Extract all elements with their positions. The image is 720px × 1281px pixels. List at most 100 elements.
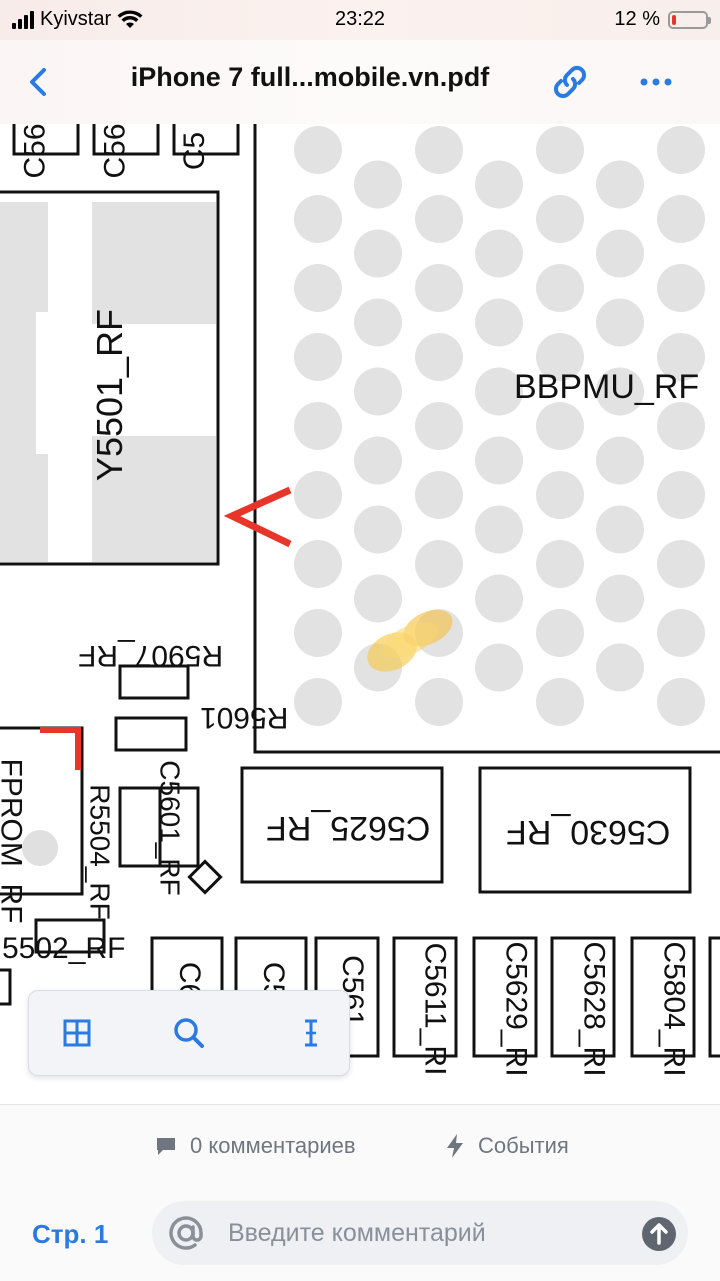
bga-pad bbox=[596, 574, 644, 623]
bga-pad bbox=[354, 160, 402, 209]
red-pointer-marker bbox=[223, 486, 292, 548]
label-c5611: C5611_RI bbox=[418, 942, 452, 1076]
more-dots-icon bbox=[640, 78, 672, 86]
bga-pad bbox=[294, 333, 342, 381]
bga-pad bbox=[536, 678, 584, 726]
r5504-outline bbox=[118, 786, 162, 868]
bga-pad bbox=[415, 333, 463, 381]
cap-bottom-5 bbox=[472, 936, 538, 1058]
status-left: Kyivstar bbox=[12, 8, 143, 31]
r5907-outline bbox=[118, 664, 190, 700]
bga-pad bbox=[415, 195, 463, 243]
bga-pad bbox=[354, 436, 402, 485]
search-button[interactable] bbox=[169, 1013, 209, 1053]
bga-pad bbox=[415, 678, 463, 726]
events-tab[interactable]: События bbox=[444, 1133, 569, 1159]
at-sign-icon bbox=[169, 1216, 203, 1250]
share-link-button[interactable] bbox=[550, 62, 590, 102]
label-c56a: C56 bbox=[18, 124, 52, 179]
comments-tab[interactable]: 0 комментариев bbox=[154, 1133, 356, 1159]
bga-pad bbox=[475, 298, 523, 347]
bga-pad bbox=[354, 229, 402, 278]
cap-bottom-4 bbox=[392, 936, 458, 1058]
cap-top-1 bbox=[12, 124, 80, 156]
signal-icon bbox=[12, 10, 34, 29]
send-button[interactable] bbox=[642, 1217, 676, 1251]
cap-bottom-6 bbox=[550, 936, 616, 1058]
link-icon bbox=[553, 65, 587, 99]
comment-composer bbox=[152, 1201, 688, 1265]
bga-pad bbox=[415, 402, 463, 450]
thumbnails-button[interactable] bbox=[57, 1013, 97, 1053]
label-y5501: Y5501_RF bbox=[89, 308, 130, 482]
bga-pad bbox=[657, 678, 705, 726]
bga-pad bbox=[475, 643, 523, 692]
bga-pad bbox=[596, 505, 644, 554]
cap-bottom-7 bbox=[630, 936, 696, 1058]
label-c5630: C5630_RF bbox=[506, 813, 671, 851]
more-button[interactable] bbox=[636, 62, 676, 102]
label-r5907: R5907_RF bbox=[78, 639, 224, 672]
text-select-button[interactable] bbox=[291, 1013, 331, 1053]
bga-pad bbox=[657, 402, 705, 450]
label-c5804: C5804_RI bbox=[657, 941, 691, 1077]
schematic-drawing bbox=[0, 124, 720, 1058]
bga-pad bbox=[475, 367, 523, 416]
label-fprom: FPROM_RF bbox=[0, 758, 28, 924]
label-c56b: C56 bbox=[98, 124, 132, 179]
bga-pad bbox=[536, 471, 584, 519]
floating-toolbar bbox=[28, 990, 350, 1076]
arrow-up-icon bbox=[650, 1223, 668, 1245]
bga-pad bbox=[294, 540, 342, 588]
bga-pad bbox=[536, 540, 584, 588]
y5501-pad-tr bbox=[92, 202, 216, 324]
bga-pad bbox=[294, 471, 342, 519]
label-bbpmu: BBPMU_RF bbox=[514, 368, 700, 406]
cap-top-2 bbox=[92, 124, 160, 156]
bga-pad bbox=[354, 367, 402, 416]
bga-pad bbox=[536, 609, 584, 657]
bga-pad bbox=[294, 126, 342, 174]
bga-pad bbox=[657, 609, 705, 657]
bga-pad bbox=[294, 609, 342, 657]
c5601-outline bbox=[158, 786, 200, 868]
comment-input[interactable] bbox=[228, 1215, 628, 1251]
status-right: 12 % bbox=[614, 8, 711, 31]
y5501-pad-br bbox=[92, 436, 216, 562]
y5501-pad-mid bbox=[0, 274, 36, 484]
bga-pad bbox=[415, 540, 463, 588]
comments-count-label: 0 комментариев bbox=[190, 1133, 356, 1158]
label-c5625: C5625_RF bbox=[266, 809, 431, 847]
wifi-icon bbox=[117, 9, 143, 28]
text-cursor-icon bbox=[305, 1019, 317, 1047]
chevron-left-icon bbox=[30, 68, 46, 96]
grid-icon bbox=[63, 1019, 91, 1047]
label-c5628: C5628_RI bbox=[577, 941, 611, 1077]
bga-pad bbox=[294, 264, 342, 312]
bga-pad bbox=[415, 471, 463, 519]
r5502-outline bbox=[34, 918, 106, 954]
c5625-outline bbox=[240, 766, 444, 884]
label-c56c: C5 bbox=[178, 131, 212, 171]
c5630-outline bbox=[478, 766, 692, 894]
bga-pad bbox=[536, 264, 584, 312]
bga-pad bbox=[294, 678, 342, 726]
back-button[interactable] bbox=[24, 62, 56, 102]
bga-pad bbox=[657, 195, 705, 243]
bga-pad bbox=[536, 333, 584, 381]
bga-pad bbox=[294, 195, 342, 243]
bga-pad bbox=[536, 126, 584, 174]
pdf-page-view[interactable]: Y5501_RF BBPMU_RF R5907_RF R5601 FPROM_R… bbox=[0, 124, 720, 1104]
document-title: iPhone 7 full...mobile.vn.pdf bbox=[130, 62, 490, 92]
lightning-icon bbox=[447, 1134, 463, 1158]
fprom-red-corner bbox=[40, 727, 81, 770]
bga-pad bbox=[596, 643, 644, 692]
label-r5502: 5502_RF bbox=[2, 932, 126, 965]
nav-bar: iPhone 7 full...mobile.vn.pdf bbox=[0, 40, 720, 125]
bga-pad bbox=[475, 160, 523, 209]
mention-button[interactable] bbox=[166, 1213, 206, 1253]
status-bar: Kyivstar 23:22 12 % bbox=[0, 0, 720, 40]
page-indicator-link[interactable]: Стр. 1 bbox=[32, 1219, 109, 1249]
bga-pad bbox=[596, 298, 644, 347]
bga-pad bbox=[475, 229, 523, 278]
